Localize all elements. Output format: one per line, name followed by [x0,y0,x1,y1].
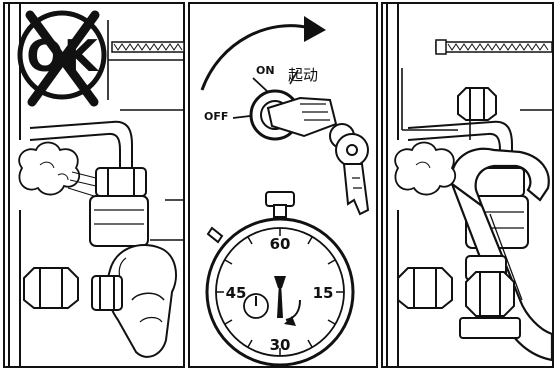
switch-off-label: OFF [204,110,228,123]
left-panel: OK [9,3,184,366]
left-fitting-nut [90,168,148,246]
left-braided-hose [112,42,184,52]
left-second-bolt [92,276,122,310]
switch-on-label: ON [256,64,275,77]
turn-arrowhead-icon [304,16,326,42]
right-bottom-bolt [398,268,452,308]
stopwatch: 60 15 30 45 [207,192,353,365]
right-braided-hose [436,40,552,54]
stopwatch-label-15: 15 [313,284,334,302]
stopwatch-label-30: 30 [270,336,291,354]
start-label: 起动 [288,66,318,84]
right-fuel-cloud [395,143,455,195]
left-bottom-bolt [24,268,78,308]
stopwatch-subdial [244,294,268,318]
fuel-spray-cloud [19,143,96,197]
stopwatch-side-button [208,228,222,242]
middle-panel: ON OFF 起动 [202,16,368,365]
right-lower-fitting [460,256,520,338]
stopwatch-label-60: 60 [270,235,291,253]
no-ok-symbol: OK [20,13,104,102]
stopwatch-label-45: 45 [226,284,247,302]
stopwatch-crown [266,192,294,206]
right-pipe [387,3,398,366]
right-panel [387,3,552,366]
right-top-bolt [458,88,496,120]
